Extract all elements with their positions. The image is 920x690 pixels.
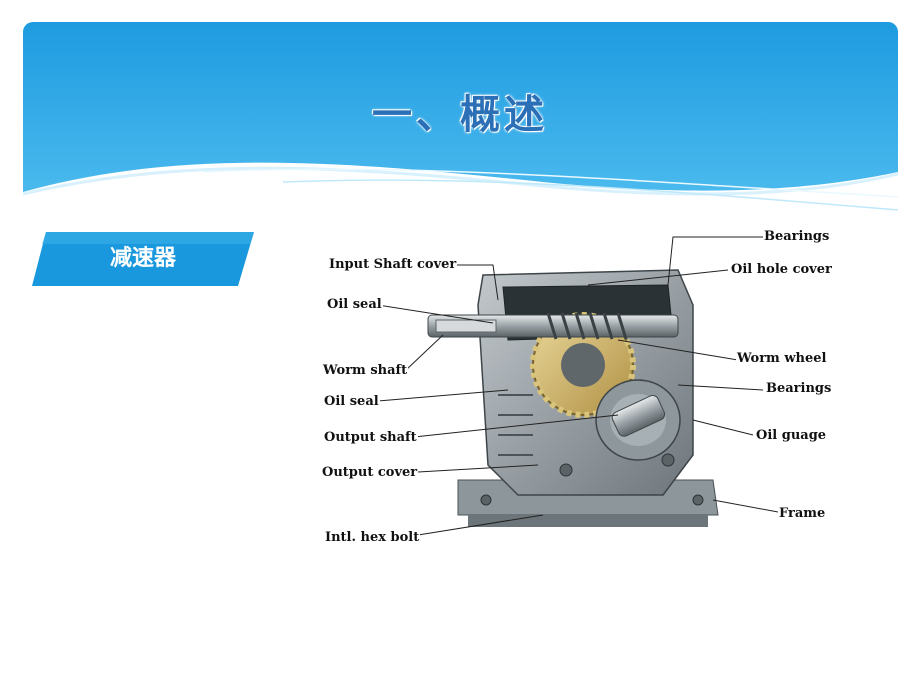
label-input-shaft-cover: Input Shaft cover — [328, 257, 458, 272]
label-output-shaft: Output shaft — [323, 430, 418, 445]
label-oil-guage: Oil guage — [755, 428, 828, 443]
label-oil-hole-cover: Oil hole cover — [730, 262, 833, 277]
label-worm-wheel: Worm wheel — [736, 351, 828, 366]
worm-gear-illustration — [377, 236, 779, 536]
label-bearings-mid: Bearings — [765, 381, 833, 396]
label-bearings-top: Bearings — [763, 229, 831, 244]
label-worm-shaft: Worm shaft — [322, 363, 409, 378]
slide-title: 一、概述 — [372, 92, 548, 138]
label-oil-seal-top: Oil seal — [326, 297, 383, 312]
label-oil-seal-bottom: Oil seal — [323, 394, 380, 409]
section-tag-label: 减速器 — [109, 246, 176, 271]
label-frame: Frame — [778, 506, 827, 521]
worm-gear-diagram: Input Shaft cover Oil seal Worm shaft Oi… — [318, 215, 838, 555]
label-output-cover: Output cover — [321, 465, 419, 480]
label-intl-hex-bolt: Intl. hex bolt — [324, 530, 421, 545]
section-tag-shape — [32, 232, 254, 286]
